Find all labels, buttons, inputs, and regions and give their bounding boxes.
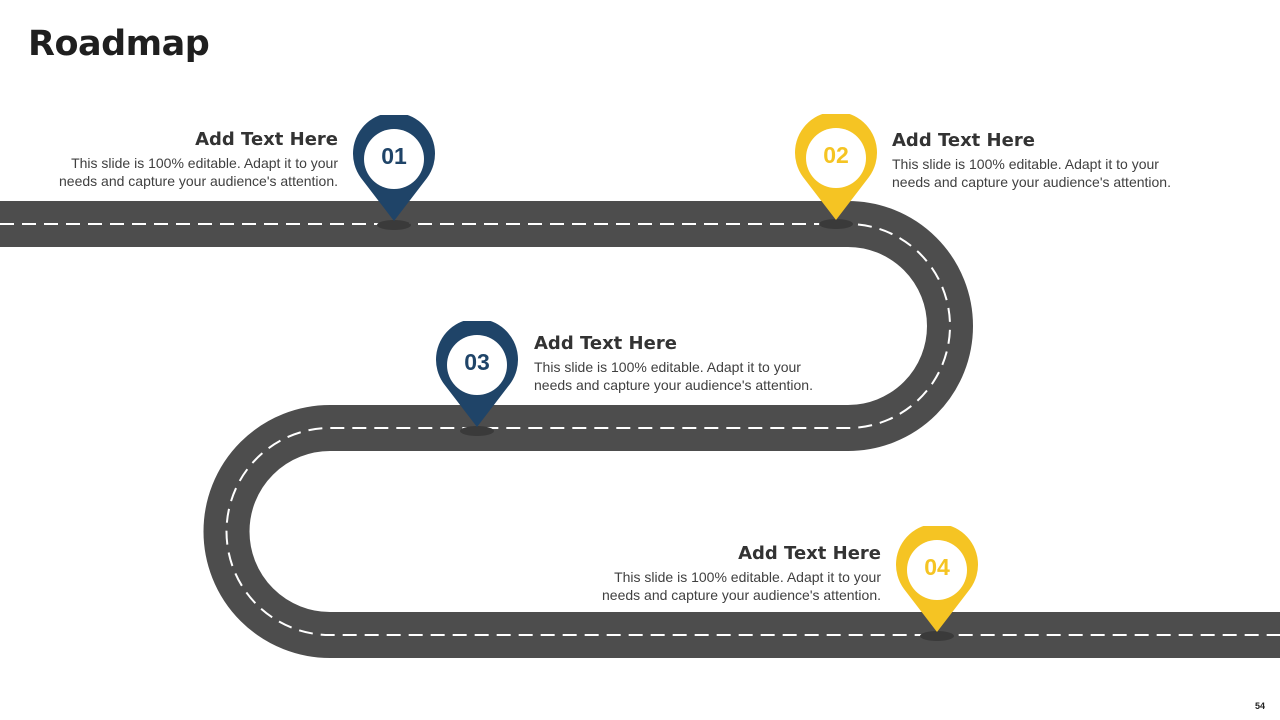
description-line-1: This slide is 100% editable. Adapt it to… bbox=[614, 569, 881, 585]
milestone-heading[interactable]: Add Text Here bbox=[534, 333, 677, 354]
milestone-text-03: Add Text Here This slide is 100% editabl… bbox=[534, 332, 834, 394]
milestone-description[interactable]: This slide is 100% editable. Adapt it to… bbox=[892, 155, 1192, 191]
description-line-2: needs and capture your audience's attent… bbox=[602, 587, 881, 603]
description-line-1: This slide is 100% editable. Adapt it to… bbox=[534, 359, 801, 375]
milestone-description[interactable]: This slide is 100% editable. Adapt it to… bbox=[534, 358, 834, 394]
milestone-heading[interactable]: Add Text Here bbox=[892, 130, 1035, 151]
milestone-marker-01[interactable]: 01 bbox=[349, 115, 439, 235]
map-pin-icon bbox=[896, 526, 978, 641]
map-pin-icon bbox=[353, 115, 435, 230]
description-line-2: needs and capture your audience's attent… bbox=[59, 173, 338, 189]
page-number: 54 bbox=[1254, 701, 1265, 711]
milestone-marker-03[interactable]: 03 bbox=[432, 321, 522, 441]
milestone-marker-04[interactable]: 04 bbox=[892, 526, 982, 646]
milestone-heading[interactable]: Add Text Here bbox=[738, 543, 881, 564]
description-line-1: This slide is 100% editable. Adapt it to… bbox=[71, 155, 338, 171]
description-line-1: This slide is 100% editable. Adapt it to… bbox=[892, 156, 1159, 172]
map-pin-icon bbox=[436, 321, 518, 436]
milestone-number: 03 bbox=[464, 349, 490, 375]
map-pin-icon bbox=[795, 114, 877, 229]
milestone-number: 04 bbox=[924, 554, 950, 580]
milestone-description[interactable]: This slide is 100% editable. Adapt it to… bbox=[581, 568, 881, 604]
milestone-description[interactable]: This slide is 100% editable. Adapt it to… bbox=[38, 154, 338, 190]
milestone-number: 01 bbox=[381, 143, 407, 169]
description-line-2: needs and capture your audience's attent… bbox=[892, 174, 1171, 190]
milestone-marker-02[interactable]: 02 bbox=[791, 114, 881, 234]
milestone-text-01: Add Text Here This slide is 100% editabl… bbox=[38, 128, 338, 190]
road-center-line bbox=[0, 223, 1280, 636]
milestone-text-02: Add Text Here This slide is 100% editabl… bbox=[892, 129, 1192, 191]
milestone-text-04: Add Text Here This slide is 100% editabl… bbox=[581, 542, 881, 604]
milestone-heading[interactable]: Add Text Here bbox=[195, 129, 338, 150]
milestone-number: 02 bbox=[823, 142, 849, 168]
description-line-2: needs and capture your audience's attent… bbox=[534, 377, 813, 393]
slide-title: Roadmap bbox=[28, 24, 210, 64]
